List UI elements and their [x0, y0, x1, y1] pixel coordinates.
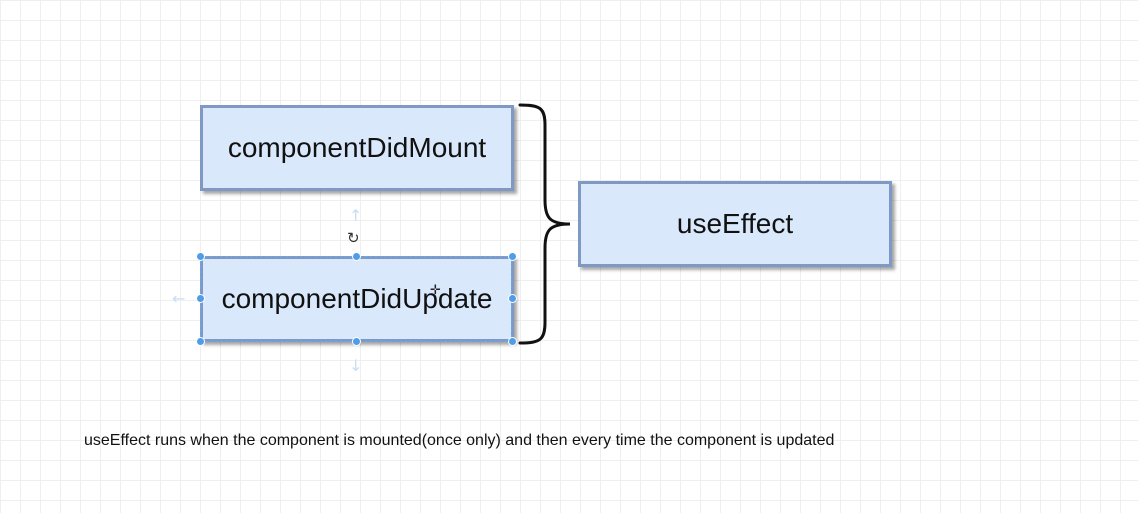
- resize-handle-bottom-right[interactable]: [508, 337, 517, 346]
- curly-brace-icon[interactable]: [515, 100, 575, 350]
- resize-handle-right[interactable]: [508, 294, 517, 303]
- resize-handle-bottom[interactable]: [352, 337, 361, 346]
- resize-handle-bottom-left[interactable]: [196, 337, 205, 346]
- component-did-update-box[interactable]: componentDidUpdate: [200, 256, 514, 342]
- resize-handle-top[interactable]: [352, 252, 361, 261]
- diagram-caption: useEffect runs when the component is mou…: [84, 432, 835, 449]
- use-effect-label: useEffect: [676, 208, 794, 239]
- use-effect-box[interactable]: useEffect: [578, 181, 892, 267]
- connect-arrow-up-icon[interactable]: ↑: [349, 206, 363, 225]
- component-did-mount-label: componentDidMount: [227, 132, 487, 163]
- resize-handle-top-left[interactable]: [196, 252, 205, 261]
- resize-handle-left[interactable]: [196, 294, 205, 303]
- component-did-mount-box[interactable]: componentDidMount: [200, 105, 514, 191]
- rotate-icon[interactable]: ↻: [347, 229, 360, 247]
- component-did-update-label: componentDidUpdate: [221, 283, 493, 314]
- connect-arrow-down-icon[interactable]: ↓: [349, 356, 363, 375]
- move-cursor-icon: ✛: [430, 283, 441, 298]
- resize-handle-top-right[interactable]: [508, 252, 517, 261]
- connect-arrow-left-icon[interactable]: ←: [172, 289, 186, 308]
